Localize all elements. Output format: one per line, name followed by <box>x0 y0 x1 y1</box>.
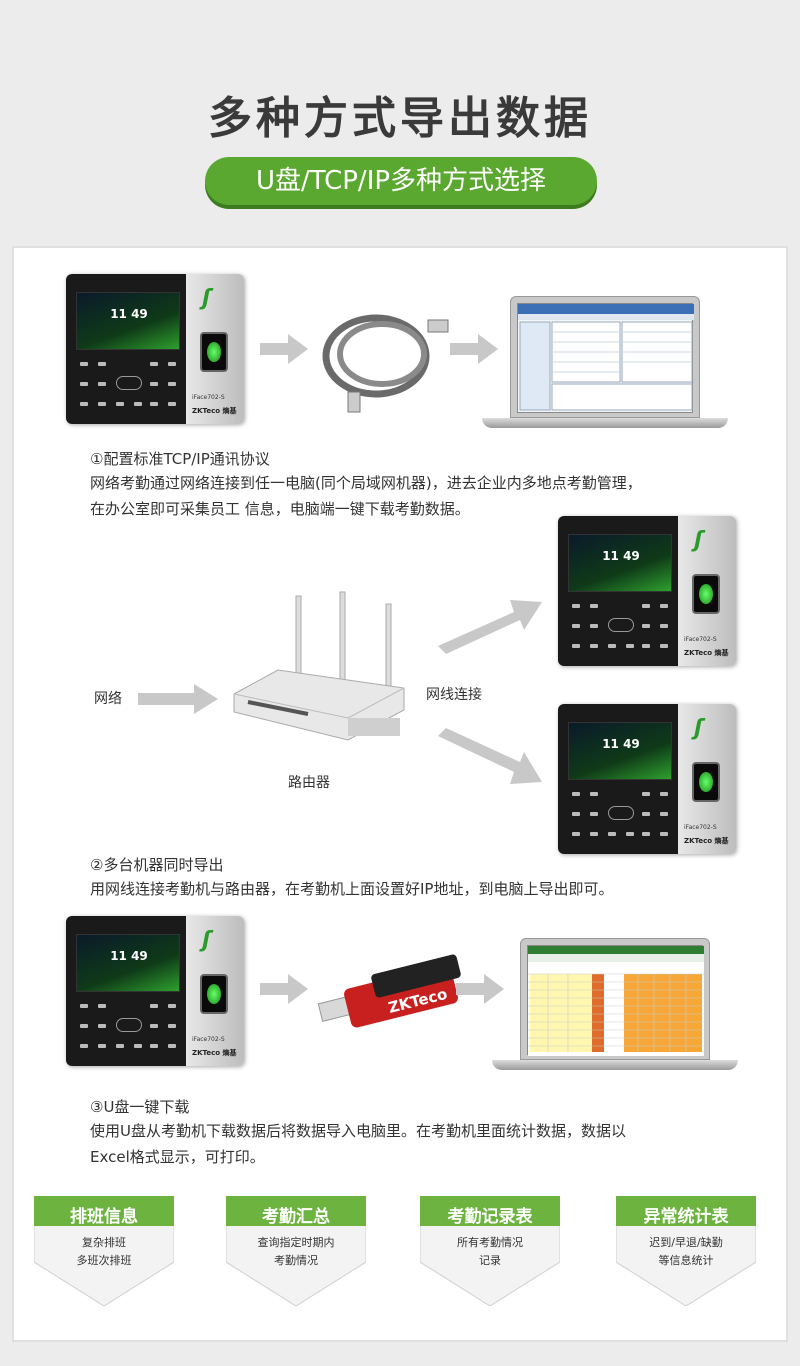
device-brand: ZKTeco 熵基 <box>192 1049 237 1057</box>
device-model: iFace702-S <box>684 636 717 643</box>
router-icon <box>228 590 412 754</box>
badge-title: 考勤汇总 <box>262 1207 330 1227</box>
arrow-right-icon <box>260 334 308 364</box>
section2-line1: 用网线连接考勤机与路由器，在考勤机上面设置好IP地址，到电脑上导出即可。 <box>90 880 614 898</box>
device-clock: 11 49 <box>602 737 640 751</box>
badge-desc-line1: 所有考勤情况 <box>457 1236 523 1249</box>
zk-logo-icon: ʃ <box>694 716 704 741</box>
badge-title: 排班信息 <box>70 1207 138 1227</box>
content-card: 11 49 ʃ iFace702-S ZKTeco 熵基 <box>12 246 788 1342</box>
cable-connect-label: 网线连接 <box>426 687 482 703</box>
laptop-excel-icon <box>492 938 738 1072</box>
device-brand: ZKTeco 熵基 <box>684 837 729 845</box>
router-label: 路由器 <box>288 775 330 791</box>
section3-title: ③U盘一键下载 <box>90 1098 190 1116</box>
shield-icon <box>34 1196 174 1306</box>
device-model: iFace702-S <box>684 824 717 831</box>
zk-logo-icon: ʃ <box>202 286 212 311</box>
section1-line1: 网络考勤通过网络连接到任一电脑(同个局域网机器)，进去企业内多地点考勤管理， <box>90 474 642 492</box>
badge-desc-line2: 等信息统计 <box>658 1254 714 1267</box>
fingerprint-sensor-icon <box>200 974 228 1014</box>
badge-desc-line2: 考勤情况 <box>274 1254 318 1267</box>
ethernet-cable-icon <box>318 304 458 418</box>
device-clock: 11 49 <box>110 949 148 963</box>
zk-logo-icon: ʃ <box>694 528 704 553</box>
section1-line2: 在办公室即可采集员工 信息，电脑端一键下载考勤数据。 <box>90 500 470 518</box>
shield-icon <box>420 1196 560 1306</box>
fingerprint-sensor-icon <box>692 574 720 614</box>
device-brand: ZKTeco 熵基 <box>192 407 237 415</box>
shield-icon <box>616 1196 756 1306</box>
attendance-device-2: 11 49 ʃ iFace702-S ZKTeco 熵基 <box>558 516 736 666</box>
network-label: 网络 <box>94 691 122 707</box>
arrow-right-icon <box>456 974 504 1004</box>
device-brand: ZKTeco 熵基 <box>684 649 729 657</box>
badge-title: 考勤记录表 <box>447 1207 533 1227</box>
attendance-device-4: 11 49 ʃ iFace702-S ZKTeco 熵基 <box>66 916 244 1066</box>
badge-desc-line2: 记录 <box>479 1254 501 1267</box>
arrow-right-icon <box>450 334 498 364</box>
method-pill: U盘/TCP/IP多种方式选择 <box>205 157 597 205</box>
device-model: iFace702-S <box>192 394 225 401</box>
badge-exceptions: 异常统计表 迟到/早退/缺勤 等信息统计 <box>616 1196 756 1306</box>
section2-title: ②多台机器同时导出 <box>90 856 224 874</box>
badge-records: 考勤记录表 所有考勤情况 记录 <box>420 1196 560 1306</box>
badge-desc-line1: 迟到/早退/缺勤 <box>649 1236 723 1249</box>
fingerprint-sensor-icon <box>692 762 720 802</box>
device-model: iFace702-S <box>192 1036 225 1043</box>
arrow-down-right-icon <box>434 728 544 792</box>
zk-logo-icon: ʃ <box>202 928 212 953</box>
badge-schedule: 排班信息 复杂排班 多班次排班 <box>34 1196 174 1306</box>
fingerprint-sensor-icon <box>200 332 228 372</box>
section1-title: ①配置标准TCP/IP通讯协议 <box>90 450 270 468</box>
device-clock: 11 49 <box>602 549 640 563</box>
arrow-right-icon <box>138 684 218 714</box>
usb-drive-icon: ZKTeco <box>316 954 466 1038</box>
badge-title: 异常统计表 <box>643 1207 729 1227</box>
attendance-device-1: 11 49 ʃ iFace702-S ZKTeco 熵基 <box>66 274 244 424</box>
arrow-up-right-icon <box>434 594 544 654</box>
arrow-right-icon <box>260 974 308 1004</box>
attendance-device-3: 11 49 ʃ iFace702-S ZKTeco 熵基 <box>558 704 736 854</box>
laptop-software-icon <box>482 296 728 430</box>
page-title: 多种方式导出数据 <box>208 93 592 144</box>
badge-desc-line1: 查询指定时期内 <box>257 1236 335 1249</box>
section3-line1: 使用U盘从考勤机下载数据后将数据导入电脑里。在考勤机里面统计数据，数据以 <box>90 1122 626 1140</box>
badge-desc-line1: 复杂排班 <box>82 1236 126 1249</box>
section3-line2: Excel格式显示，可打印。 <box>90 1148 265 1166</box>
shield-icon <box>226 1196 366 1306</box>
badge-desc-line2: 多班次排班 <box>76 1254 132 1267</box>
device-clock: 11 49 <box>110 307 148 321</box>
badge-summary: 考勤汇总 查询指定时期内 考勤情况 <box>226 1196 366 1306</box>
